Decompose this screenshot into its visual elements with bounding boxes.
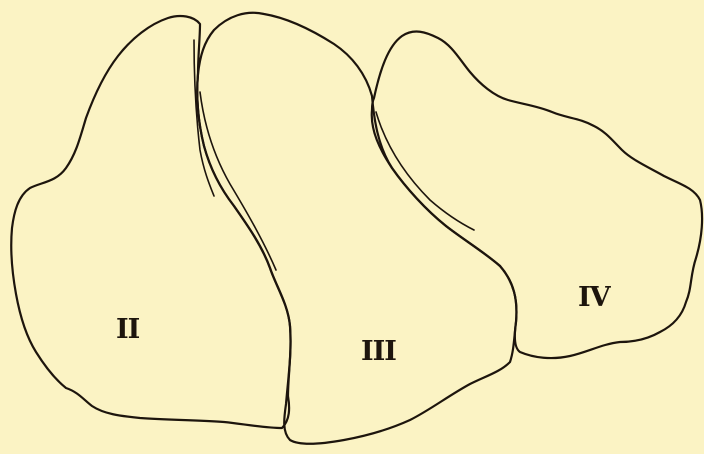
- region-iv-outline: [372, 32, 702, 359]
- region-iv-label: IV: [578, 282, 612, 313]
- region-iv-inner-edge: [376, 112, 474, 230]
- region-iii-outline: [197, 13, 516, 444]
- region-ii-outline: [11, 16, 290, 428]
- region-ii-label: II: [116, 314, 140, 345]
- region-iii-inner-edge: [200, 92, 276, 270]
- region-iii-label: III: [361, 336, 396, 367]
